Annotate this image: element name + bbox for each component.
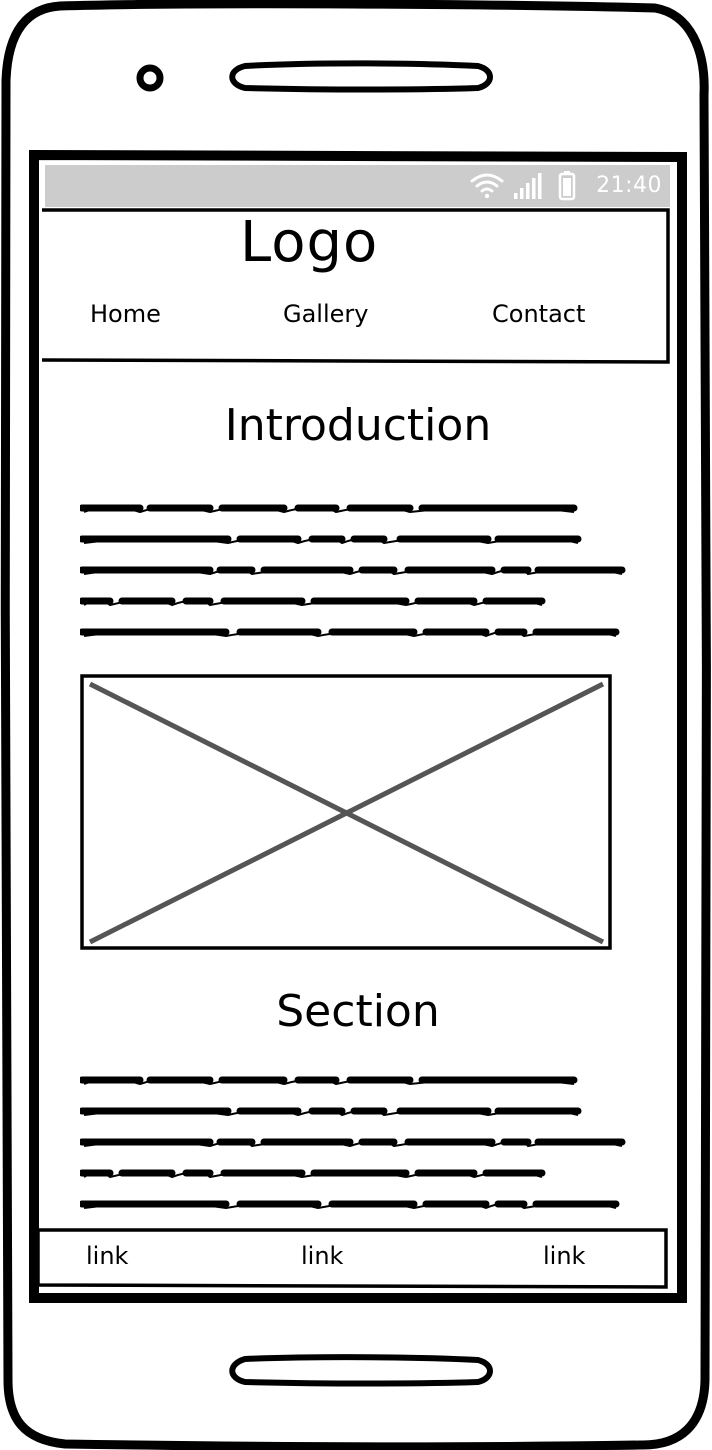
- intro-text-placeholder: [78, 498, 640, 648]
- scribble-lines: [78, 504, 626, 638]
- intro-heading: Introduction: [224, 400, 492, 451]
- footer-link-1[interactable]: link: [86, 1242, 129, 1270]
- nav-gallery[interactable]: Gallery: [283, 300, 369, 328]
- wifi-icon: [470, 173, 504, 199]
- battery-icon: [558, 171, 576, 201]
- footer-link-3[interactable]: link: [543, 1242, 586, 1270]
- signal-icon: [514, 173, 542, 199]
- status-bar: 21:40: [45, 165, 670, 207]
- nav-home[interactable]: Home: [90, 300, 161, 328]
- scribble-lines: [78, 1076, 626, 1210]
- logo[interactable]: Logo: [240, 210, 379, 275]
- status-time: 21:40: [596, 173, 662, 198]
- nav-contact[interactable]: Contact: [492, 300, 586, 328]
- footer-link-2[interactable]: link: [301, 1242, 344, 1270]
- speaker-icon: [229, 60, 493, 93]
- home-button: [229, 1354, 493, 1387]
- section-heading: Section: [276, 986, 440, 1037]
- image-placeholder: [80, 674, 612, 950]
- section-text-placeholder: [78, 1070, 640, 1220]
- camera-icon: [136, 64, 164, 92]
